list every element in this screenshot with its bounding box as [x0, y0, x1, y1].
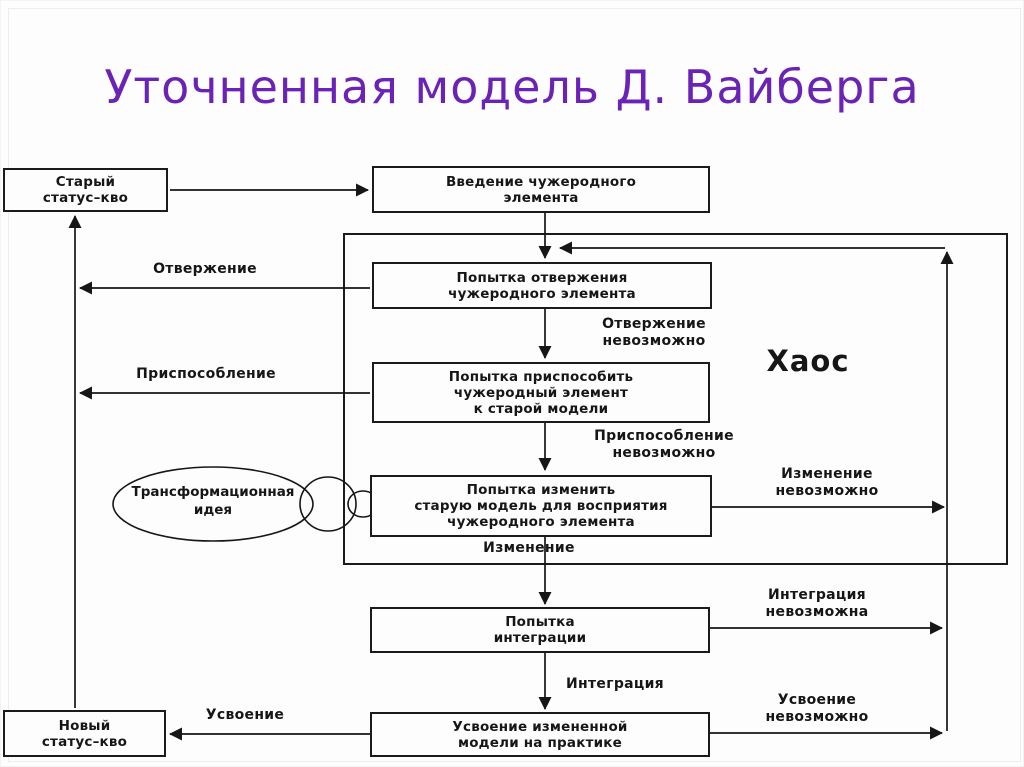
label-change: Изменение [483, 540, 575, 556]
node-attempt-integration: Попытка интеграции [370, 607, 710, 653]
label-rejection: Отвержение [153, 261, 257, 277]
label-integration-impossible: Интеграция невозможна [765, 587, 869, 620]
node-attempt-change-model: Попытка изменить старую модель для воспр… [370, 475, 712, 537]
node-attempt-adaptation: Попытка приспособить чужеродный элемент … [372, 362, 710, 423]
label-assimilation: Усвоение [205, 707, 285, 723]
node-introduction-foreign-element: Введение чужеродного элемента [372, 166, 710, 213]
label-adaptation: Приспособление [136, 366, 276, 382]
node-attempt-rejection: Попытка отвержения чужеродного элемента [372, 262, 712, 309]
chaos-region-box [343, 233, 1008, 565]
label-adaptation-impossible: Приспособление невозможно [594, 428, 734, 461]
label-change-impossible: Изменение невозможно [775, 466, 879, 499]
chaos-label: Хаос [766, 344, 850, 378]
label-integration: Интеграция [566, 676, 664, 692]
transformational-idea-label: Трансформационная идея [131, 484, 295, 518]
node-old-status-quo: Старый статус–кво [3, 168, 168, 212]
label-assimilation-impossible: Усвоение невозможно [765, 692, 869, 725]
node-new-status-quo: Новый статус–кво [3, 710, 166, 757]
page-title: Уточненная модель Д. Вайберга [104, 60, 920, 114]
node-assimilation-in-practice: Усвоение измененной модели на практике [370, 712, 710, 757]
label-rejection-impossible: Отвержение невозможно [602, 316, 706, 349]
